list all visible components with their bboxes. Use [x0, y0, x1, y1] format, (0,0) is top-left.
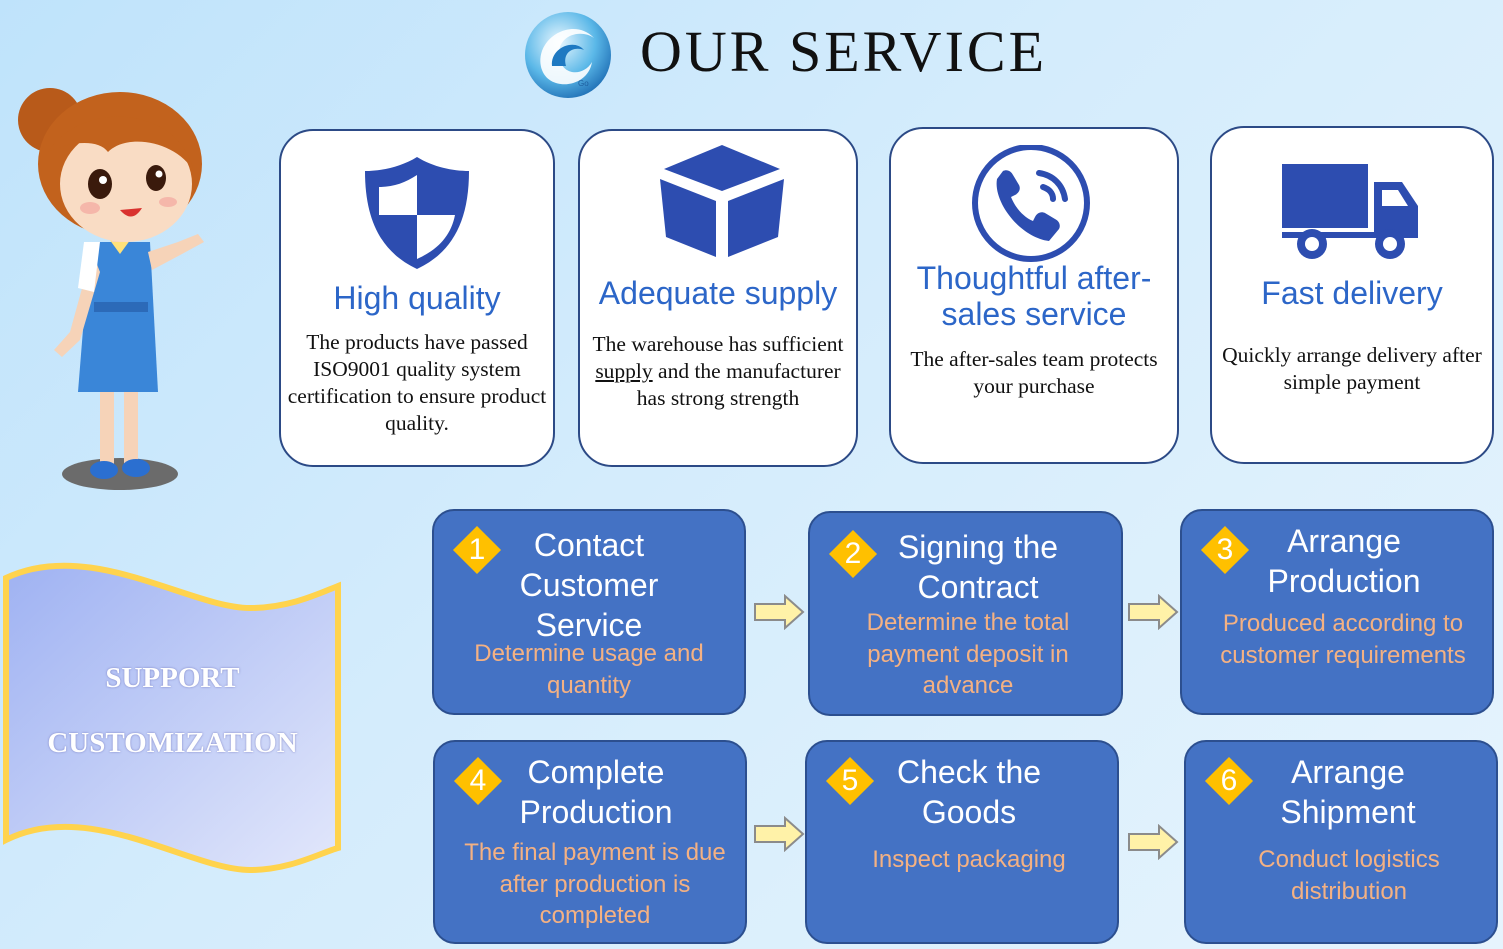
step-arrow-icon — [1128, 594, 1179, 630]
process-step-5: 5 Check the Goods Inspect packaging — [805, 740, 1119, 944]
service-card-fast-delivery: Fast delivery Quickly arrange delivery a… — [1210, 126, 1494, 464]
step-arrow-icon — [1128, 824, 1179, 860]
step-arrow-icon — [754, 816, 805, 852]
process-step-6: 6 Arrange Shipment Conduct logistics dis… — [1184, 740, 1498, 944]
process-step-1: 1 Contact Customer Service Determine usa… — [432, 509, 746, 715]
step-title: Signing the Contract — [897, 529, 1059, 605]
process-step-2: 2 Signing the Contract Determine the tot… — [808, 511, 1123, 716]
service-description: The products have passed ISO9001 quality… — [287, 330, 547, 435]
service-title: Fast delivery — [1261, 275, 1443, 311]
step-description: The final payment is due after productio… — [464, 839, 726, 929]
service-card-high-quality: High quality The products have passed IS… — [279, 129, 555, 467]
step-description: Inspect packaging — [872, 846, 1066, 873]
page-title: OUR SERVICE — [640, 19, 1047, 84]
support-customization-banner: SUPPORT CUSTOMIZATION — [0, 548, 345, 880]
service-card-adequate-supply: Adequate supply The warehouse has suffic… — [578, 129, 858, 467]
phone-icon — [972, 145, 1090, 262]
svg-text:Go: Go — [578, 79, 589, 88]
service-title: Thoughtful after-sales service — [916, 260, 1152, 332]
banner-line-customization: CUSTOMIZATION — [47, 727, 298, 759]
service-title: High quality — [333, 280, 501, 316]
service-description: The after-sales team protects your purch… — [910, 347, 1158, 398]
step-number: 1 — [468, 533, 486, 566]
shield-icon — [365, 157, 469, 269]
step-number: 5 — [841, 764, 859, 797]
step-title: Arrange Shipment — [1280, 754, 1416, 830]
step-description: Determine usage and quantity — [474, 640, 704, 699]
step-number: 4 — [469, 764, 487, 797]
banner-line-support: SUPPORT — [105, 662, 240, 694]
service-description: The warehouse has sufficient supply and … — [592, 332, 844, 410]
step-title: Complete Production — [519, 754, 673, 830]
step-title: Arrange Production — [1267, 523, 1421, 599]
service-description: Quickly arrange delivery after simple pa… — [1222, 343, 1482, 394]
cartoon-girl-illustration — [18, 88, 204, 490]
step-description: Determine the total payment deposit in a… — [866, 609, 1070, 699]
step-title: Contact Customer Service — [519, 527, 659, 643]
step-number: 3 — [1216, 533, 1234, 566]
step-number: 2 — [844, 537, 862, 570]
cube-icon — [660, 145, 784, 257]
step-description: Produced according to customer requireme… — [1220, 610, 1466, 669]
process-step-4: 4 Complete Production The final payment … — [433, 740, 747, 944]
service-title: Adequate supply — [598, 275, 838, 311]
company-logo: Go — [525, 12, 611, 98]
process-step-3: 3 Arrange Production Produced according … — [1180, 509, 1494, 715]
step-description: Conduct logistics distribution — [1258, 846, 1440, 905]
step-number: 6 — [1220, 764, 1238, 797]
truck-icon — [1282, 164, 1418, 259]
service-card-after-sales: Thoughtful after-sales service The after… — [889, 127, 1179, 464]
step-arrow-icon — [754, 594, 805, 630]
step-title: Check the Goods — [896, 754, 1042, 830]
